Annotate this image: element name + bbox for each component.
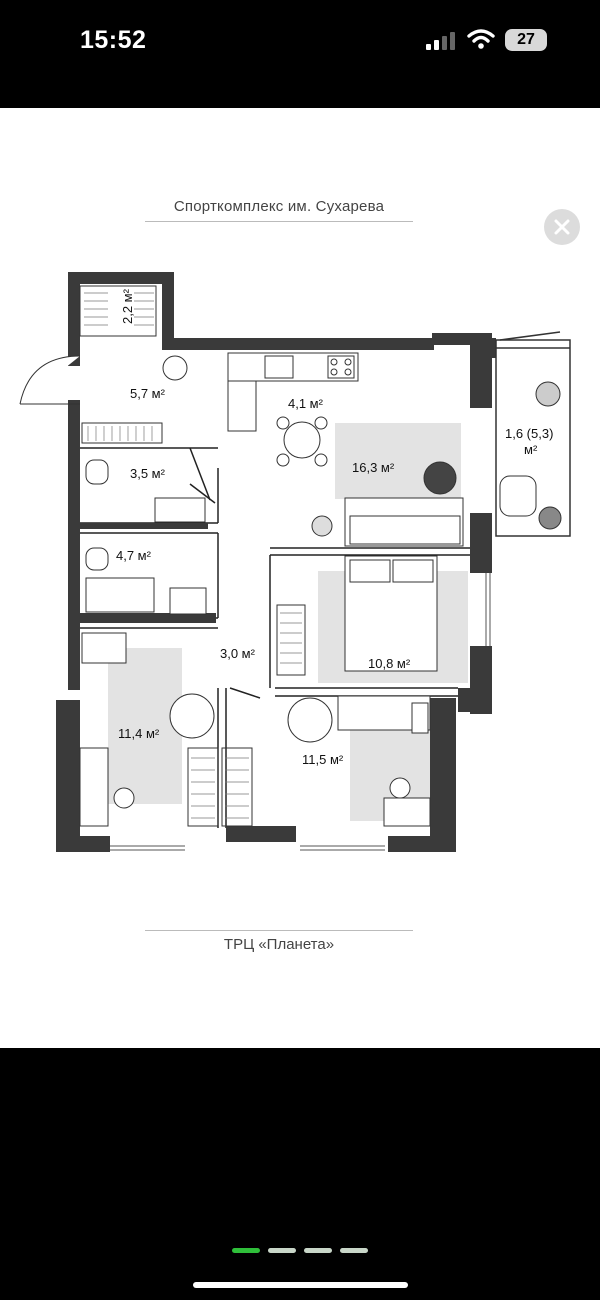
street-label-bottom: ТРЦ «Планета» xyxy=(223,936,335,953)
area-bath: 4,7 м² xyxy=(116,548,152,563)
signal-icon xyxy=(426,32,455,50)
area-storage: 2,2 м² xyxy=(120,288,135,324)
area-wc: 3,5 м² xyxy=(130,466,166,481)
battery-icon: 27 xyxy=(505,29,547,51)
wifi-icon xyxy=(467,29,495,49)
street-label-top: Спорткомплекс им. Сухарева xyxy=(173,198,385,215)
area-room-left: 11,4 м² xyxy=(118,726,160,741)
battery-level: 27 xyxy=(517,31,535,48)
windows xyxy=(110,573,491,851)
balcony xyxy=(495,331,571,537)
area-bedroom: 10,8 м² xyxy=(368,656,411,671)
floor-plan: 2,2 м² 5,7 м² 4,1 м² 16,3 м² 1,6 (5,3) м… xyxy=(19,272,571,852)
close-button[interactable] xyxy=(544,209,580,245)
area-kitchen: 4,1 м² xyxy=(288,396,324,411)
home-indicator[interactable] xyxy=(193,1282,408,1288)
area-balcony: 1,6 (5,3) xyxy=(505,426,553,441)
page-dot-3[interactable] xyxy=(304,1248,332,1253)
image-viewer: Спорткомплекс им. Сухарева xyxy=(0,108,600,1048)
closet-hatching xyxy=(84,292,302,819)
bottom-bar xyxy=(0,1048,600,1300)
area-corridor: 3,0 м² xyxy=(220,646,256,661)
status-time: 15:52 xyxy=(80,26,147,54)
closets xyxy=(79,285,306,827)
area-living: 16,3 м² xyxy=(352,460,395,475)
area-balcony-unit: м² xyxy=(524,442,538,457)
area-room-right: 11,5 м² xyxy=(302,752,344,767)
divider xyxy=(145,930,413,931)
status-bar: 15:52 27 xyxy=(0,0,600,108)
page-dot-4[interactable] xyxy=(340,1248,368,1253)
page-dot-2[interactable] xyxy=(268,1248,296,1253)
close-icon xyxy=(554,219,570,235)
area-hall: 5,7 м² xyxy=(130,386,166,401)
divider xyxy=(145,221,413,222)
outer-walls xyxy=(56,272,496,852)
furniture xyxy=(19,352,562,827)
page-dot-1[interactable] xyxy=(232,1248,260,1253)
